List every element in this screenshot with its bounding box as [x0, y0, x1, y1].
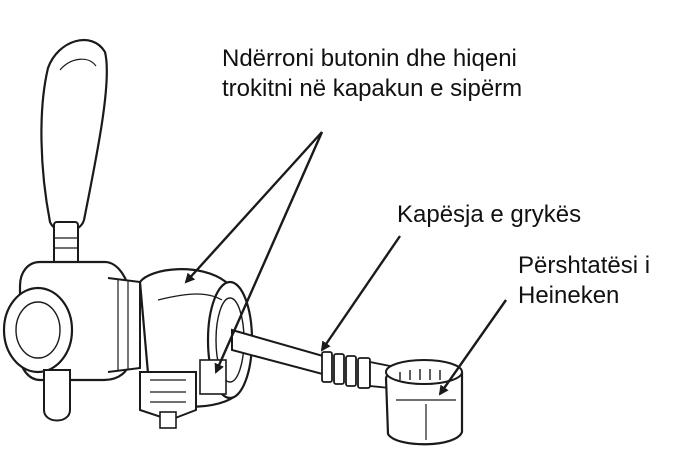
label-top-cap: Ndërroni butonin dhe hiqeni trokitni në …: [222, 44, 522, 104]
callout-arrows: [184, 131, 507, 396]
label-adapter-line2: Heineken: [518, 282, 620, 309]
label-heineken-adapter: Përshtatësi i Heineken: [518, 251, 650, 311]
tap-handle: [40, 38, 108, 233]
spout: [43, 369, 71, 422]
label-top-cap-line1: Ndërroni butonin dhe hiqeni: [222, 45, 517, 72]
handle-stem: [53, 221, 79, 265]
label-top-cap-line2: trokitni në kapakun e sipërm: [222, 75, 523, 102]
label-adapter-line1: Përshtatësi i: [518, 252, 651, 279]
label-neck-clip: Kapësja e grykës: [397, 201, 582, 228]
latch-button: [139, 371, 197, 422]
heineken-adapter: [384, 359, 464, 446]
neck-clip: [321, 351, 391, 389]
